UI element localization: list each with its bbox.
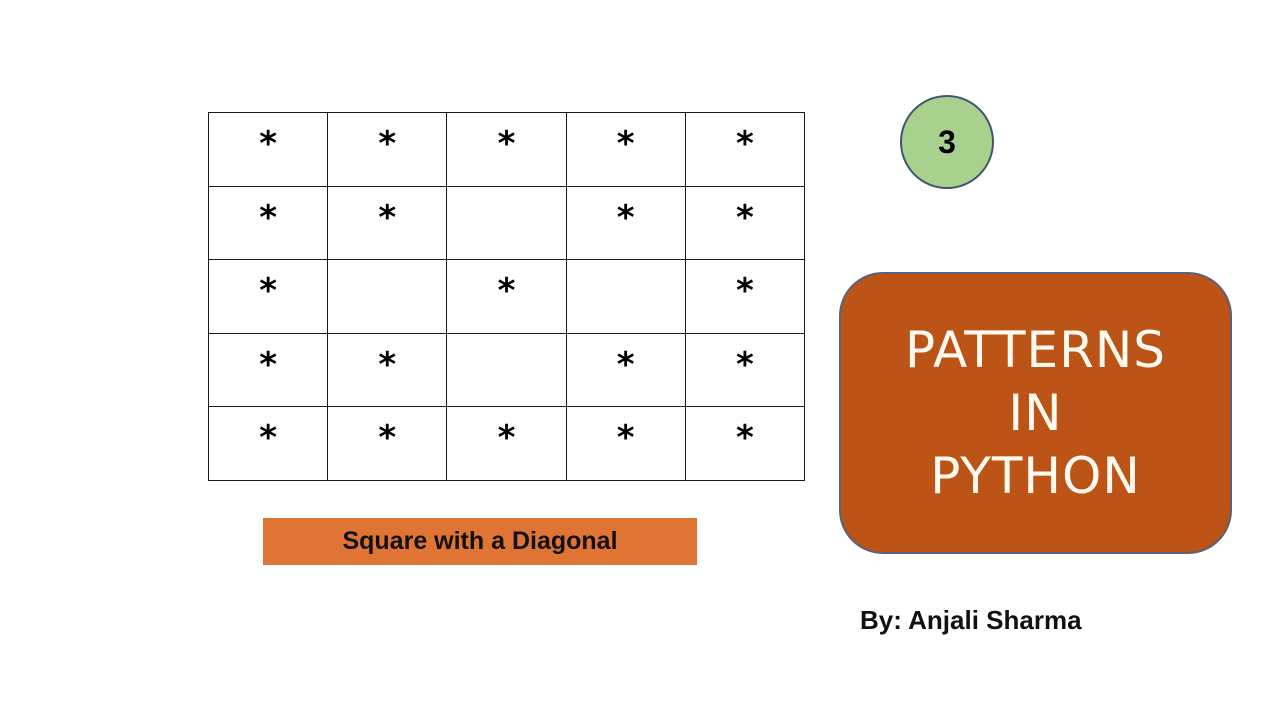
star-icon: * (735, 344, 754, 385)
star-icon: * (378, 124, 397, 164)
grid-cell (446, 185, 567, 261)
grid-cell: * (565, 332, 686, 408)
grid-cell: * (565, 185, 686, 261)
grid-cell: * (684, 332, 806, 408)
grid-row: * * * (207, 259, 806, 334)
star-icon: * (497, 271, 516, 312)
episode-number-badge: 3 (900, 95, 994, 189)
star-icon: * (259, 124, 277, 164)
star-icon: * (735, 197, 754, 238)
grid-cell: * (207, 185, 329, 261)
grid-cell (446, 332, 567, 408)
grid-cell: * (446, 406, 567, 481)
caption-label: Square with a Diagonal (342, 527, 618, 555)
grid-row: * * * * * (207, 406, 806, 481)
star-icon: * (259, 197, 277, 238)
badge-number: 3 (938, 123, 956, 160)
title-line: PATTERNS (905, 320, 1166, 379)
grid-cell: * (446, 259, 567, 334)
grid-cell: * (327, 332, 448, 408)
grid-cell: * (684, 406, 806, 481)
star-icon: * (616, 197, 635, 238)
grid-cell: * (684, 259, 806, 334)
star-icon: * (259, 418, 277, 459)
grid-row: * * * * * (207, 112, 806, 187)
star-icon: * (735, 418, 754, 459)
star-icon: * (616, 418, 635, 459)
star-icon: * (259, 271, 277, 312)
author-credit: By: Anjali Sharma (860, 605, 1082, 635)
title-line: PYTHON (930, 446, 1141, 505)
star-icon: * (616, 124, 635, 164)
star-icon: * (378, 344, 397, 385)
grid-row: * * * * (207, 332, 806, 408)
grid-cell: * (565, 406, 686, 481)
star-icon: * (616, 344, 635, 385)
grid-cell: * (327, 112, 448, 187)
grid-cell (327, 259, 448, 334)
star-icon: * (378, 418, 397, 459)
series-title-box: PATTERNS IN PYTHON (839, 272, 1232, 554)
grid-cell: * (684, 112, 806, 187)
grid-cell: * (207, 259, 329, 334)
pattern-caption: Square with a Diagonal (263, 518, 697, 565)
star-icon: * (735, 271, 754, 312)
star-icon: * (497, 124, 516, 164)
grid-cell: * (207, 332, 329, 408)
star-icon: * (378, 197, 397, 238)
grid-cell: * (207, 406, 329, 481)
grid-cell: * (565, 112, 686, 187)
grid-cell (565, 259, 686, 334)
grid-cell: * (327, 185, 448, 261)
star-icon: * (735, 124, 754, 164)
grid-cell: * (327, 406, 448, 481)
grid-cell: * (446, 112, 567, 187)
title-line: IN (1008, 383, 1063, 442)
grid-row: * * * * (207, 185, 806, 261)
pattern-grid: * * * * * * * * * * * * * * * * * * * * … (207, 112, 806, 481)
grid-cell: * (684, 185, 806, 261)
star-icon: * (259, 344, 277, 385)
grid-cell: * (207, 112, 329, 187)
star-icon: * (497, 418, 516, 459)
